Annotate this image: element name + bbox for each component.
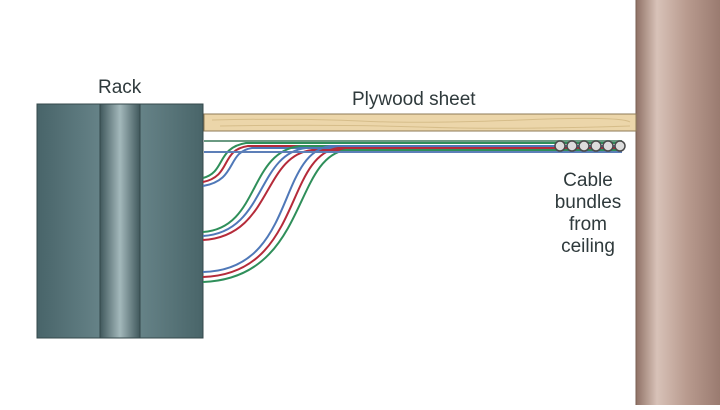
cable-bundles-label: Cable bundles from ceiling [534, 170, 642, 257]
plywood-sheet [203, 113, 637, 132]
cable-label-line: from [569, 213, 607, 235]
wall [635, 0, 720, 405]
cable-mid-green [202, 145, 620, 233]
cable-ends [554, 140, 626, 152]
cable-mid-blue [202, 147, 620, 237]
cable-bot-blue [202, 145, 620, 273]
cable-label-line: ceiling [561, 235, 615, 257]
cable-top-green [202, 142, 620, 179]
cable-bundles [202, 140, 622, 283]
rack [36, 103, 204, 339]
rack-label: Rack [98, 77, 142, 98]
cable-bot-green [202, 149, 620, 283]
cable-top-blue [202, 147, 620, 187]
cable-label-line: Cable [563, 170, 613, 191]
cable-top-red [202, 145, 620, 183]
cable-label-line: bundles [554, 191, 622, 213]
plywood-sheet-label: Plywood sheet [352, 89, 476, 110]
